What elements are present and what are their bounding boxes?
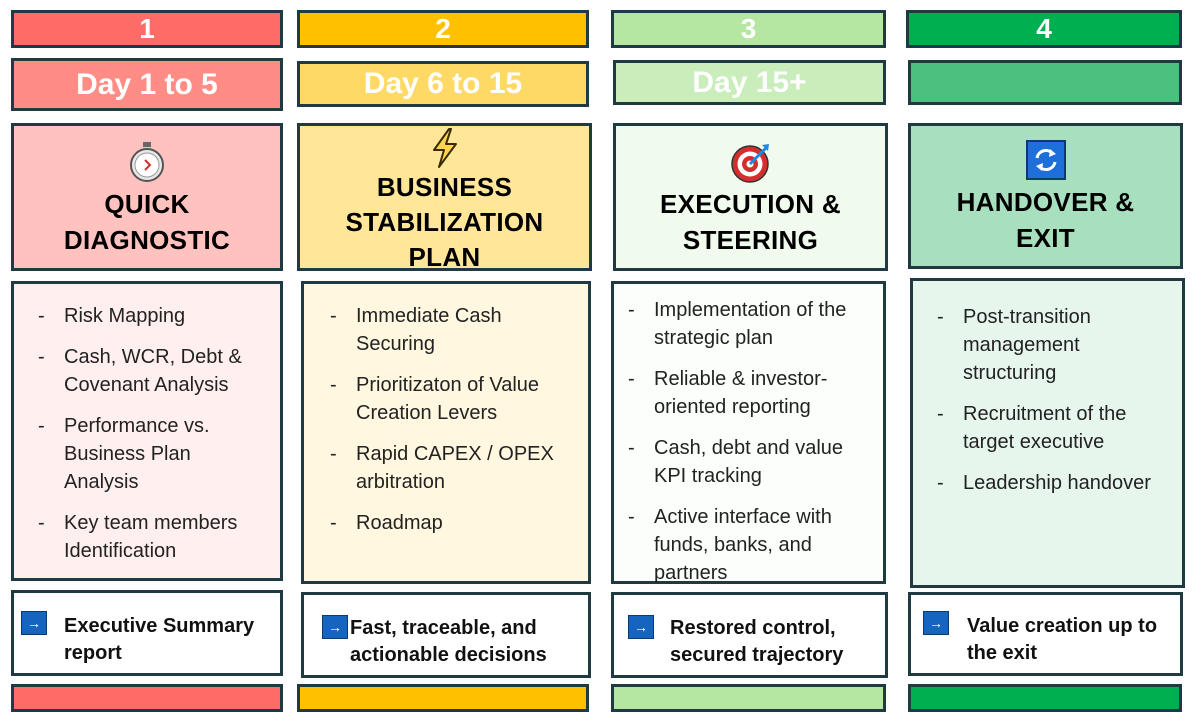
- phase-4-item: Leadership handover: [937, 469, 1172, 497]
- phase-1-item: Performance vs. Business Plan Analysis: [38, 412, 268, 496]
- phase-2-item: Immediate Cash Securing: [330, 302, 576, 358]
- repeat-icon: [1025, 140, 1066, 180]
- phase-1-footer-bar: [11, 684, 283, 712]
- phase-3-item: Reliable & investor-oriented reporting: [628, 365, 873, 421]
- phase-4-footer-bar: [908, 684, 1182, 712]
- phase-3-outcome: → Restored control, secured trajectory: [611, 592, 888, 678]
- phase-3-item: Cash, debt and value KPI tracking: [628, 434, 873, 490]
- phase-4-outcome-text: Value creation up to the exit: [967, 615, 1158, 664]
- phase-1-number: 1: [139, 13, 155, 44]
- phase-4-items-card: Post-transition management structuring R…: [910, 278, 1185, 588]
- phase-2-item: Prioritizaton of Value Creation Levers: [330, 371, 576, 427]
- stopwatch-icon: [130, 142, 164, 182]
- phase-3-number: 3: [740, 13, 757, 44]
- phase-2-days-bar: Day 6 to 15: [297, 61, 589, 107]
- arrow-right-icon: →: [322, 615, 348, 639]
- arrow-right-icon: →: [923, 611, 949, 635]
- phase-2-footer-bar: [297, 684, 589, 712]
- phase-4-outcome: → Value creation up to the exit: [908, 592, 1183, 676]
- phase-2-items-card: Immediate Cash Securing Prioritizaton of…: [301, 281, 591, 584]
- phase-2-number-bar: 2: [297, 10, 589, 48]
- phase-4-item: Post-transition management structuring: [937, 303, 1172, 387]
- phase-1-outcome: → Executive Summary report: [11, 590, 283, 676]
- phase-2-title-line-2: STABILIZATION: [345, 207, 544, 237]
- phase-2-number: 2: [435, 13, 451, 44]
- phase-2-outcome-text: Fast, traceable, and actionable decision…: [350, 617, 547, 666]
- phase-1-items-card: Risk Mapping Cash, WCR, Debt & Covenant …: [11, 281, 283, 581]
- phase-2-outcome: → Fast, traceable, and actionable decisi…: [301, 592, 591, 678]
- phase-2-title-card: BUSINESS STABILIZATION PLAN: [297, 123, 592, 272]
- target-icon: [730, 144, 769, 183]
- phase-3-days: Day 15+: [692, 65, 807, 99]
- phase-4-title-line-2: EXIT: [1016, 223, 1075, 253]
- phase-2-title-line-3: PLAN: [408, 242, 481, 272]
- arrow-right-icon: →: [628, 615, 654, 639]
- phase-4-title-card: HANDOVER & EXIT: [908, 123, 1183, 269]
- phase-4-title-line-1: HANDOVER &: [956, 187, 1135, 217]
- phase-3-footer-bar: [611, 684, 886, 712]
- lightning-icon: [432, 128, 457, 168]
- phase-4-days-bar: [908, 60, 1182, 105]
- phase-3-item: Implementation of the strategic plan: [628, 296, 873, 352]
- phase-1-number-bar: 1: [11, 10, 283, 48]
- phase-3-outcome-text: Restored control, secured trajectory: [670, 617, 844, 666]
- phase-2-days: Day 6 to 15: [363, 67, 523, 100]
- phase-1-days: Day 1 to 5: [76, 67, 218, 101]
- phase-1-item: Cash, WCR, Debt & Covenant Analysis: [38, 343, 268, 399]
- phase-1-title-line-2: DIAGNOSTIC: [63, 225, 231, 255]
- phase-2-title-line-1: BUSINESS: [376, 172, 513, 202]
- phase-3-days-bar: Day 15+: [613, 60, 886, 105]
- phase-1-item: Key team members Identification: [38, 509, 268, 565]
- phase-1-outcome-text: Executive Summary report: [64, 615, 255, 664]
- phase-3-title-line-2: STEERING: [682, 225, 819, 255]
- phase-3-number-bar: 3: [611, 10, 886, 48]
- phase-2-item: Roadmap: [330, 509, 576, 537]
- phase-1-days-bar: Day 1 to 5: [11, 58, 283, 111]
- phase-3-items-card: Implementation of the strategic plan Rel…: [611, 281, 886, 584]
- phase-4-number-bar: 4: [906, 10, 1182, 48]
- phase-2-item: Rapid CAPEX / OPEX arbitration: [330, 440, 576, 496]
- phase-4-item: Recruitment of the target executive: [937, 400, 1172, 456]
- phase-1-title-line-1: QUICK: [104, 189, 190, 219]
- arrow-right-icon: →: [21, 611, 47, 635]
- phase-1-item: Risk Mapping: [38, 302, 268, 330]
- phase-3-title-line-1: EXECUTION &: [660, 189, 841, 219]
- phase-4-number: 4: [1036, 13, 1052, 44]
- phase-3-title-card: EXECUTION & STEERING: [613, 123, 888, 271]
- phase-3-item: Active interface with funds, banks, and …: [628, 503, 873, 587]
- phase-1-title-card: QUICK DIAGNOSTIC: [11, 123, 283, 271]
